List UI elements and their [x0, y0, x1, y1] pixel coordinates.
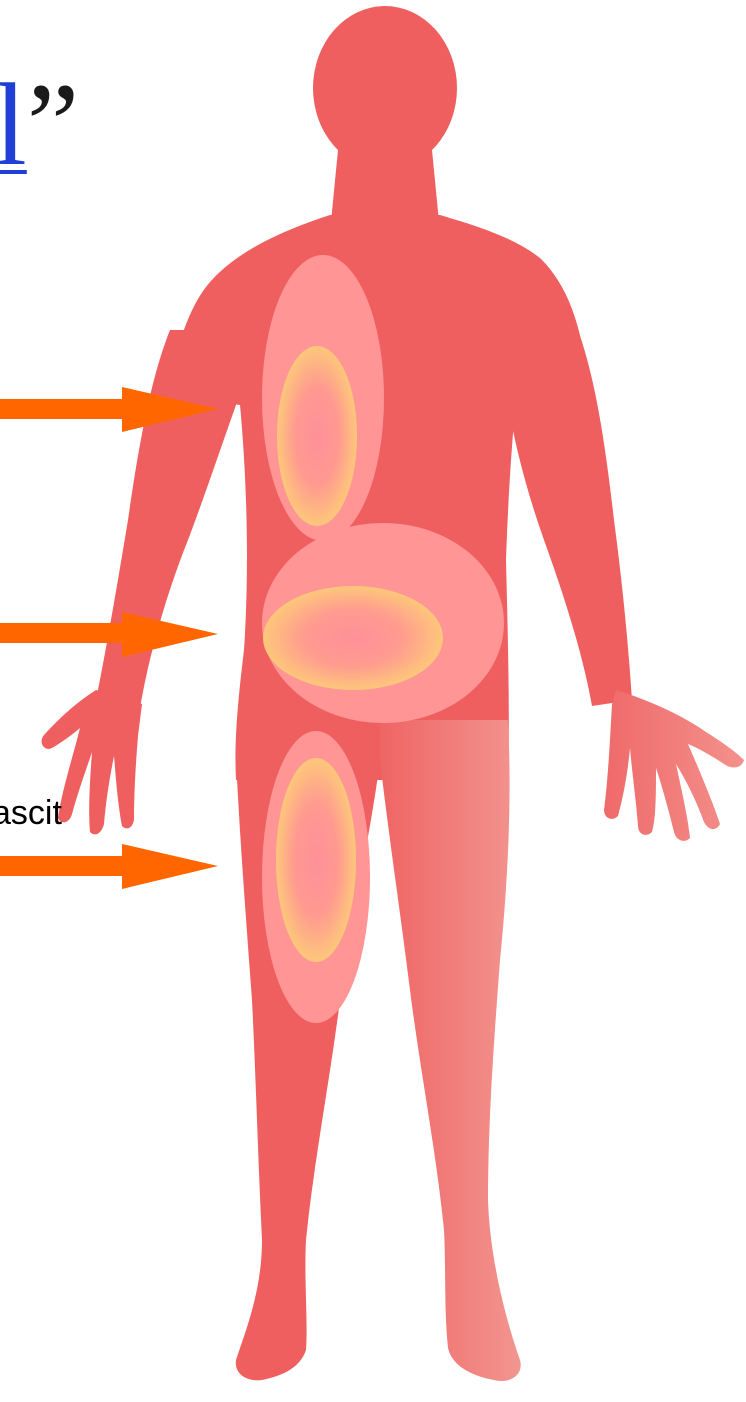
head: [313, 6, 457, 170]
right-arm: [508, 330, 632, 706]
arrow-thigh: [0, 844, 218, 889]
title-closing-quote: ”: [27, 59, 79, 190]
region-thigh: [262, 731, 370, 1023]
region-abdomen: [262, 523, 504, 723]
side-label: ascit: [0, 796, 62, 830]
abdomen-inner-region: [263, 586, 443, 690]
title-fragment: l”: [0, 66, 79, 184]
title-bar-glyph: l: [0, 59, 27, 190]
thigh-inner-region: [276, 758, 356, 962]
right-hand: [604, 690, 744, 841]
region-chest: [262, 255, 384, 541]
left-arm: [96, 330, 240, 708]
right-leg: [380, 720, 521, 1381]
chest-inner-region: [277, 346, 357, 526]
